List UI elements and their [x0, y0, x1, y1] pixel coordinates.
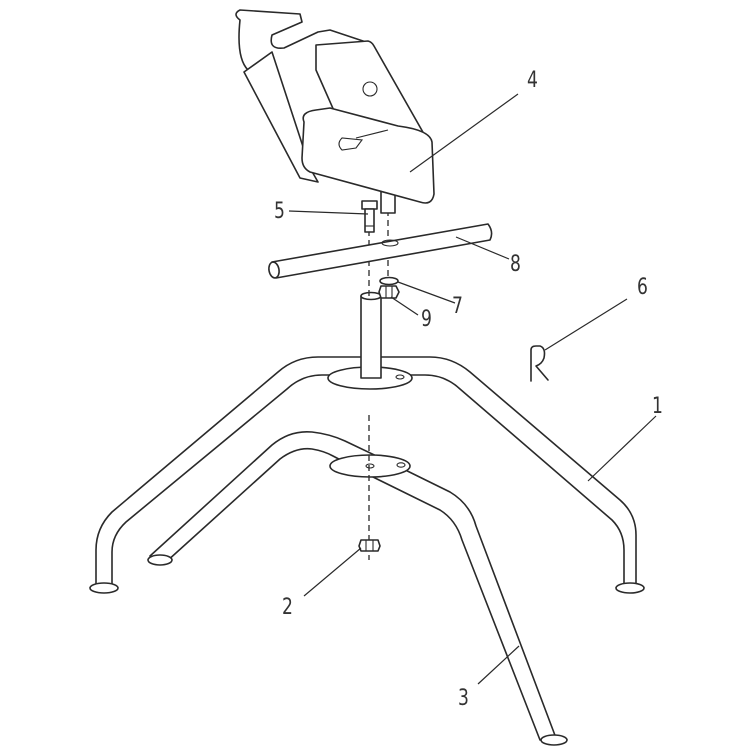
bolt-part-5: [361, 200, 378, 233]
hex-nut-part-9: [378, 285, 400, 299]
part-label-6: 6: [637, 275, 648, 300]
part-label-4: 4: [527, 68, 538, 93]
leader-lines: [288, 93, 657, 685]
hex-nut-part-2: [358, 539, 381, 552]
cross-rod-part-8: [268, 223, 493, 279]
part-label-8: 8: [510, 252, 521, 277]
lower-frame-part-3: [147, 430, 568, 746]
part-label-9: 9: [421, 307, 432, 332]
part-label-5: 5: [274, 199, 285, 224]
r-clip-part-6: [530, 345, 549, 382]
part-label-7: 7: [452, 294, 463, 319]
upper-frame-part-1: [89, 291, 645, 594]
part-label-2: 2: [282, 595, 293, 620]
washer-part-7: [379, 276, 399, 286]
roller-head-part-4: [235, 9, 435, 214]
part-label-3: 3: [458, 686, 469, 711]
part-label-1: 1: [652, 394, 663, 419]
